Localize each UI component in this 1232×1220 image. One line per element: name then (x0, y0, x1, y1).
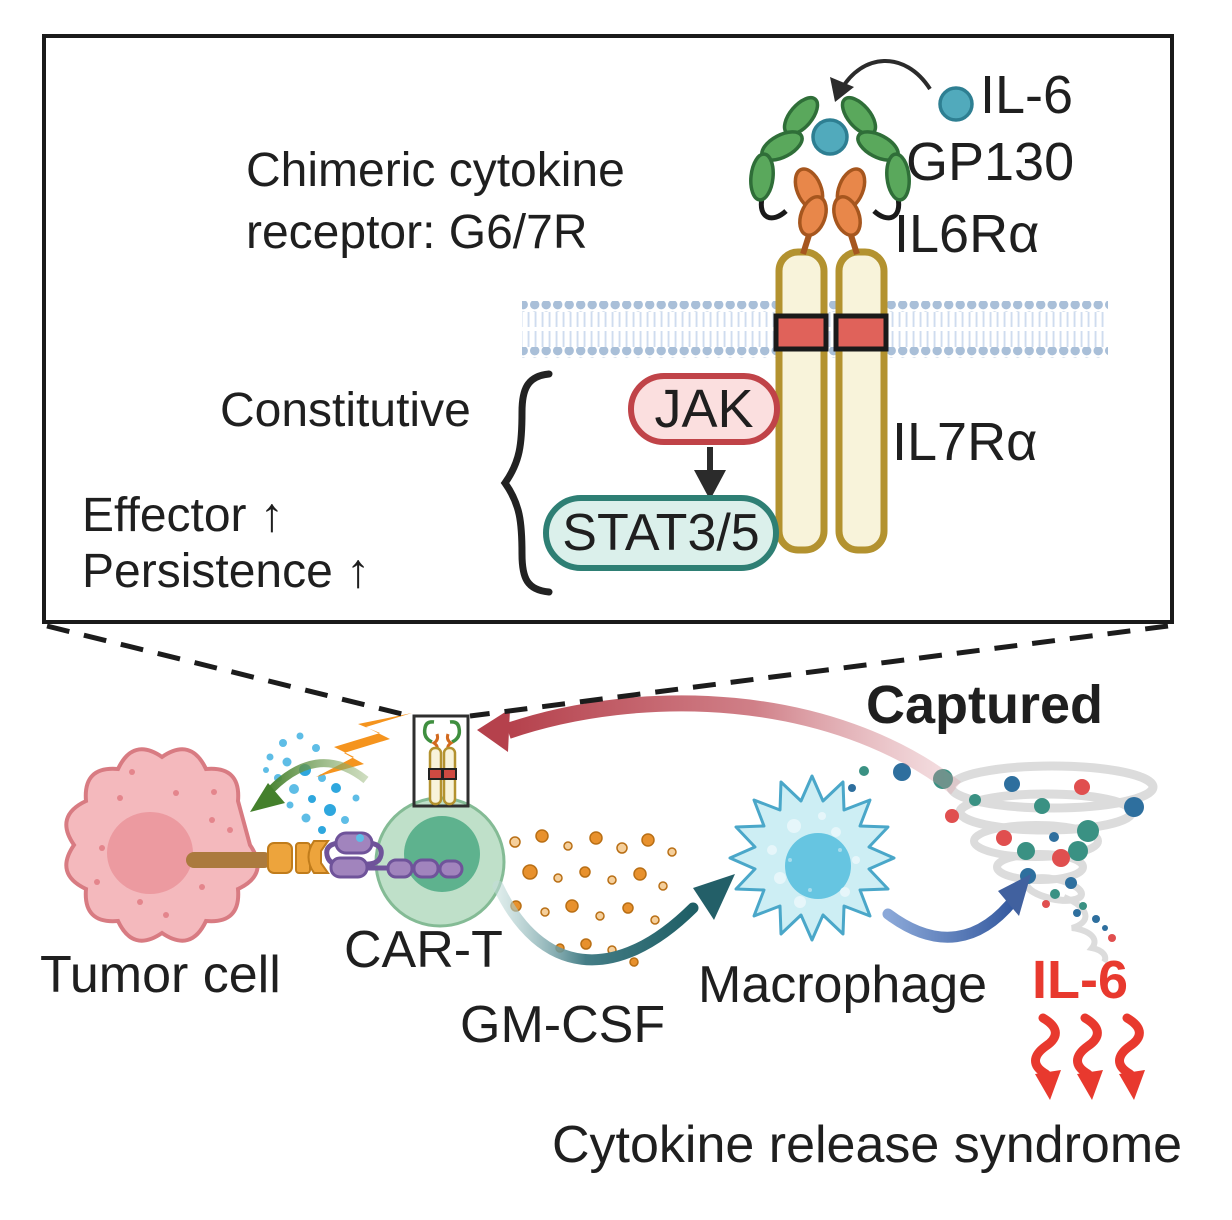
captured-arrow (477, 695, 961, 795)
il6ra-label: IL6Rα (894, 204, 1040, 264)
il6-fever-squiggles (1031, 1013, 1145, 1100)
car-t-label: CAR-T (344, 921, 503, 979)
transmembrane-domain-icon (773, 313, 829, 352)
cytotoxic-granule-dots (263, 732, 364, 842)
tumor-nucleus-icon (107, 812, 193, 894)
il7ra-label: IL7Rα (892, 412, 1038, 472)
jak-label: JAK (654, 379, 754, 439)
constitutive-brace (500, 370, 553, 596)
gmcsf-dots (509, 829, 677, 967)
stat-pill: STAT3/5 (543, 495, 779, 571)
macrophage-nucleus-icon (785, 833, 851, 899)
il6-binding-arrow (830, 59, 932, 102)
gp130-domains-icon (749, 95, 911, 202)
receptor-linkers (758, 197, 902, 255)
effector-label: Effector ↑ (82, 489, 284, 542)
il6-label: IL-6 (980, 65, 1074, 125)
mini-receptor-box (412, 714, 470, 808)
tumor-antigen-icon (186, 840, 330, 874)
cytokine-tornado (848, 761, 1158, 964)
transmembrane-domain-icon (833, 313, 889, 352)
il6ra-domains-icon (793, 167, 867, 237)
il6-release-label: IL-6 (1032, 950, 1129, 1010)
jak-pill: JAK (628, 373, 780, 445)
il6-release-arrow (882, 874, 1031, 943)
car-receptor-icon (324, 831, 464, 879)
inset-box (42, 34, 1174, 624)
inset-title-line2: receptor: G6/7R (246, 206, 588, 259)
inset-title: Chimeric cytokine receptor: G6/7R (246, 140, 625, 264)
tumor-cell (64, 747, 260, 943)
gmcsf-arrow (492, 874, 735, 966)
attack-bolt-icon (316, 713, 412, 777)
receptor-chains (773, 248, 889, 554)
kill-arrow (250, 759, 369, 812)
gm-csf-label: GM-CSF (460, 996, 666, 1054)
macrophage-label: Macrophage (698, 956, 988, 1014)
inset-title-line1: Chimeric cytokine (246, 144, 625, 197)
persistence-label: Persistence ↑ (82, 545, 371, 598)
il6-molecule-free-icon (938, 86, 974, 122)
constitutive-label: Constitutive (220, 384, 471, 437)
stat-label: STAT3/5 (562, 504, 760, 562)
cytokine-dots (848, 763, 1144, 942)
cart-nucleus-icon (404, 816, 480, 892)
gp130-label: GP130 (906, 132, 1075, 192)
crs-label: Cytokine release syndrome (552, 1116, 1183, 1174)
macrophage-cell (728, 774, 896, 942)
il6-molecule-bound-icon (811, 118, 849, 156)
jak-stat-arrow (694, 447, 726, 500)
tumor-cell-label: Tumor cell (40, 946, 281, 1004)
captured-label: Captured (866, 675, 1104, 735)
inset-dashed-lines (46, 623, 1169, 720)
